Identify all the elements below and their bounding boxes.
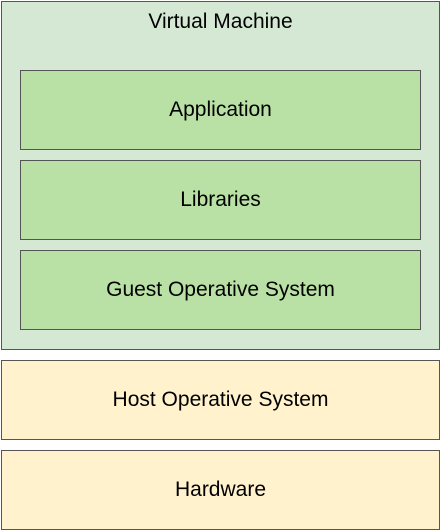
guest-os-layer: Guest Operative System	[20, 250, 421, 330]
application-label: Application	[169, 98, 272, 121]
host-os-layer: Host Operative System	[1, 360, 440, 440]
application-layer: Application	[20, 70, 421, 150]
hardware-label: Hardware	[174, 478, 267, 501]
host-os-label: Host Operative System	[112, 388, 329, 411]
libraries-label: Libraries	[180, 188, 261, 211]
libraries-layer: Libraries	[20, 160, 421, 240]
virtual-machine-title: Virtual Machine	[148, 10, 293, 33]
guest-os-label: Guest Operative System	[106, 278, 335, 301]
hardware-layer: Hardware	[1, 450, 440, 530]
